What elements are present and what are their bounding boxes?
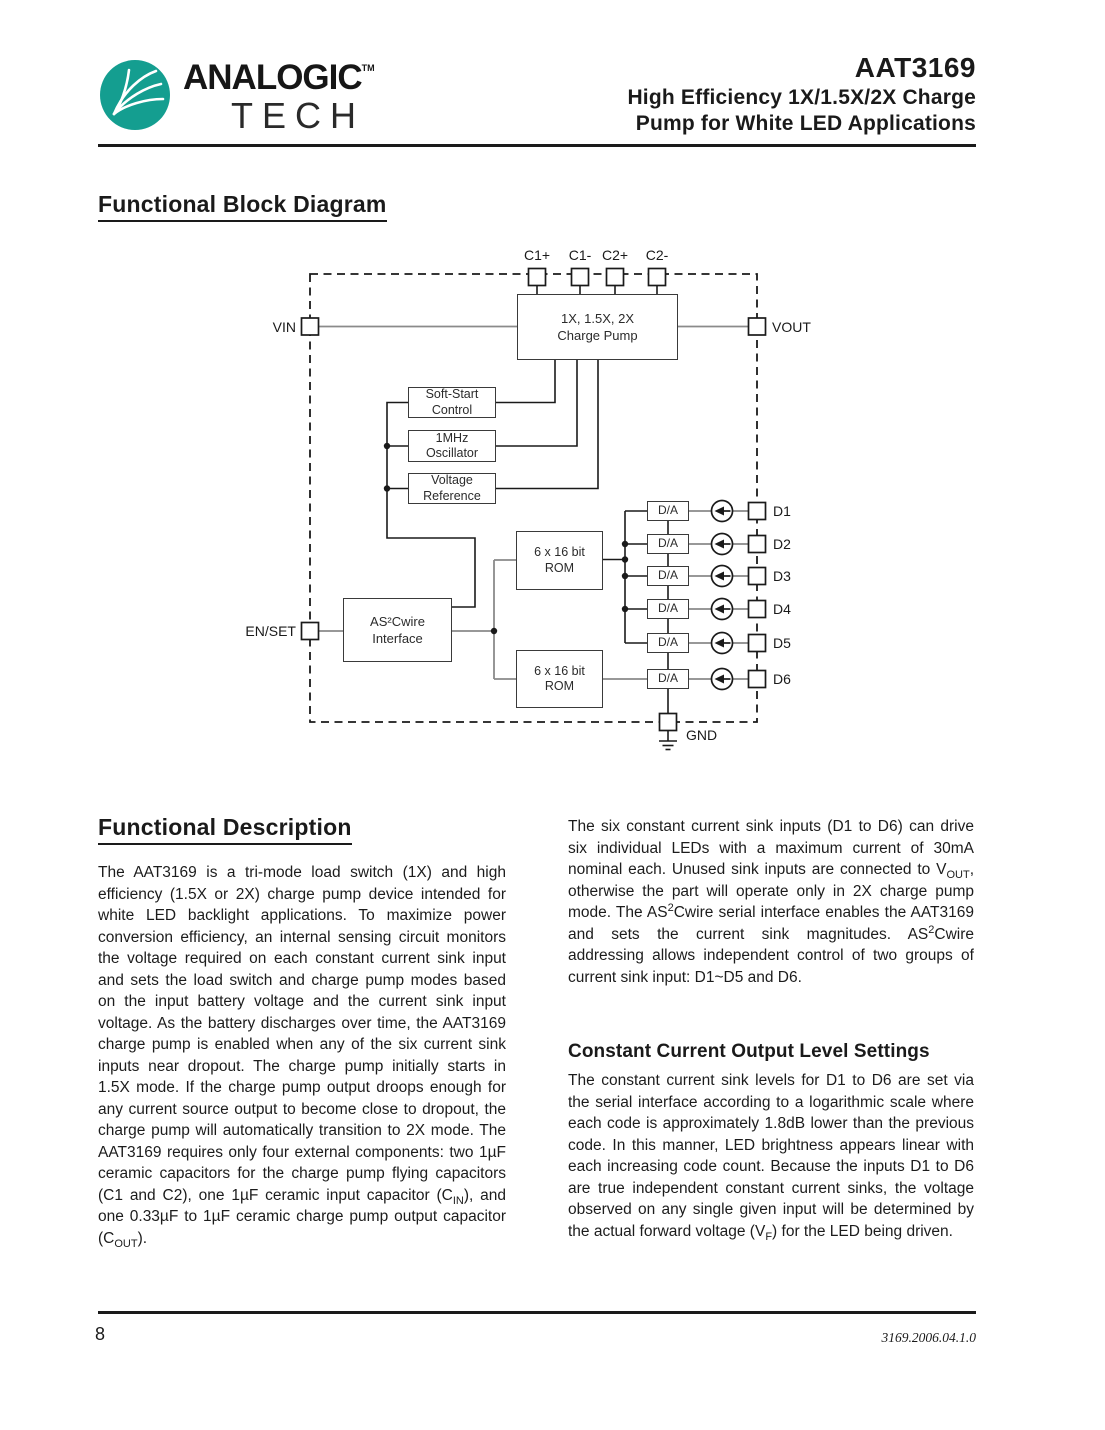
pin-label-d4: D4 [773,601,791,617]
functional-block-diagram: 1X, 1.5X, 2X Charge Pump Soft-Start Cont… [245,247,811,751]
block-rom-bottom: 6 x 16 bit ROM [516,650,603,708]
pin-label-c2plus: C2+ [601,247,629,263]
ground-icon [659,730,677,751]
pin-label-c1minus: C1- [568,247,592,263]
pin-pad-d2 [747,534,767,554]
header: ANALOGICTM TECH AAT3169 High Efficiency … [0,0,1105,150]
block-dac-3: D/A [647,566,689,586]
logo-word-analogic: ANALOGICTM [183,58,375,97]
header-rule [98,144,976,147]
pin-label-d2: D2 [773,536,791,552]
pin-label-d3: D3 [773,568,791,584]
pin-pad-c1minus [570,267,590,287]
logo-word-tech: TECH [231,95,365,136]
pin-pad-d4 [747,599,767,619]
trademark-symbol: TM [361,63,375,73]
part-number: AAT3169 [854,52,976,83]
pin-pad-d1 [747,501,767,521]
block-voltage-reference: Voltage Reference [408,473,496,504]
pin-pad-gnd [658,712,678,732]
functional-description-heading: Functional Description [98,814,352,845]
footer-rule [98,1311,976,1314]
pin-pad-d3 [747,566,767,586]
block-as2cwire-interface: AS²Cwire Interface [343,598,452,662]
block-dac-2: D/A [647,534,689,554]
pin-pad-enset [300,621,320,641]
block-rom-top: 6 x 16 bit ROM [516,531,603,590]
pin-pad-c1plus [527,267,547,287]
description-left-column: The AAT3169 is a tri-mode load switch (1… [98,864,506,1250]
block-dac-6: D/A [647,669,689,689]
page-number: 8 [95,1324,106,1344]
doc-title-line1: High Efficiency 1X/1.5X/2X Charge [627,86,976,109]
block-diagram-heading: Functional Block Diagram [98,191,387,222]
pin-label-vin: VIN [272,319,296,335]
pin-label-d5: D5 [773,635,791,651]
doc-revision-code: 3169.2006.04.1.0 [881,1330,977,1345]
analogictech-logo-icon [100,60,170,130]
pin-label-vout: VOUT [772,319,811,335]
doc-title-line2: Pump for White LED Applications [635,112,976,135]
block-dac-1: D/A [647,501,689,521]
pin-pad-vout [747,317,767,336]
block-dac-4: D/A [647,599,689,619]
pin-label-enset: EN/SET [245,623,296,639]
pin-label-gnd: GND [686,727,718,743]
constant-current-heading: Constant Current Output Level Settings [568,1041,930,1062]
pin-pad-d6 [747,669,767,689]
block-1mhz-oscillator: 1MHz Oscillator [408,430,496,462]
block-charge-pump: 1X, 1.5X, 2X Charge Pump [517,294,678,360]
pin-pad-vin [300,317,320,336]
block-soft-start-control: Soft-Start Control [408,387,496,418]
pin-pad-c2plus [605,267,625,287]
pin-label-d6: D6 [773,671,791,687]
description-right-paragraph-2: The constant current sink levels for D1 … [568,1072,974,1243]
block-dac-5: D/A [647,633,689,653]
description-right-paragraph-1: The six constant current sink inputs (D1… [568,818,974,986]
pin-label-c2minus: C2- [645,247,669,263]
pin-pad-c2minus [647,267,667,287]
pin-pad-d5 [747,633,767,653]
pin-label-c1plus: C1+ [523,247,551,263]
current-source-icons [710,499,734,691]
pin-label-d1: D1 [773,503,791,519]
